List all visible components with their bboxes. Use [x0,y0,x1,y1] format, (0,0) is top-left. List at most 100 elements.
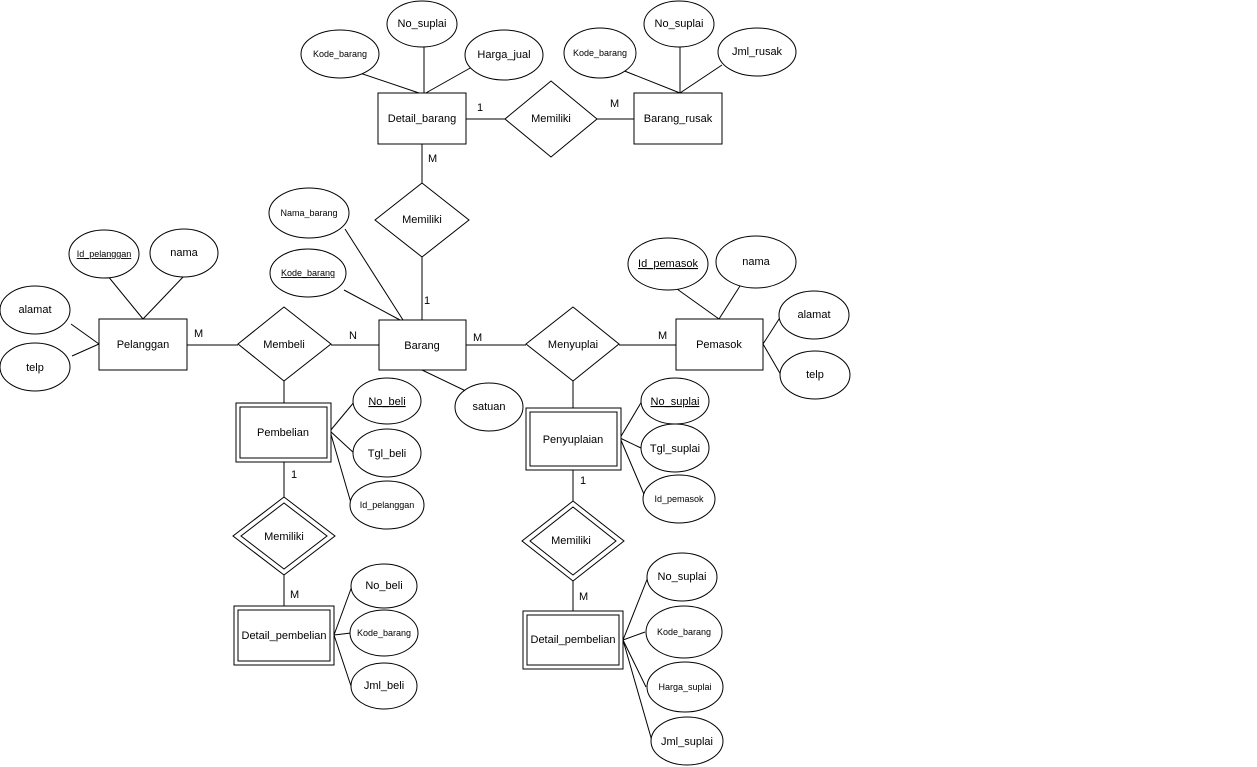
relationship-label: Menyuplai [548,339,598,351]
entity-barang: Barang [378,319,467,371]
attribute-kode-barang: Kode_barang [300,29,380,79]
weak-entity-detail-pembelian-right: Detail_pembelian [522,610,624,670]
attribute-label: No_suplai [655,18,704,30]
entity-label: Pembelian [257,427,309,439]
weak-entity-penyuplaian: Penyuplaian [525,407,622,471]
attribute-tgl-suplai: Tgl_suplai [640,423,710,473]
attribute-nama-barang: Nama_barang [268,187,350,239]
attribute-id-pelanggan: Id_pelanggan [349,480,425,530]
attribute-alamat: alamat [778,290,850,340]
attribute-label: Harga_jual [477,49,530,61]
relationship-label: Membeli [263,339,305,351]
attribute-label: Tgl_beli [368,448,407,460]
attribute-label: alamat [18,304,51,316]
relationship-label: Memiliki [551,535,591,547]
attribute-kode-barang: Kode_barang [645,605,723,659]
attribute-alamat: alamat [0,285,71,335]
attribute-label: No_beli [365,580,402,592]
entity-label: Pelanggan [117,339,170,351]
attribute-id-pemasok: Id_pemasok [642,474,716,524]
attribute-label: No_suplai [651,396,700,408]
cardinality-label: M [658,330,667,342]
attribute-label: Jml_suplai [661,736,713,748]
cardinality-label: 1 [580,475,586,487]
attribute-label: nama [742,256,770,268]
attribute-label: Tgl_suplai [650,443,700,455]
entity-detail-barang: Detail_barang [377,92,467,145]
cardinality-label: 1 [424,295,430,307]
attribute-kode-barang-key: Kode_barang [269,248,347,298]
attribute-telp: telp [0,342,71,392]
relationship-memiliki-top: Memiliki [504,80,598,158]
weak-entity-detail-pembelian-left: Detail_pembelian [233,605,335,666]
attribute-no-beli-key: No_beli [352,377,422,425]
attribute-label: telp [26,362,44,374]
cardinality-label: M [290,589,299,601]
entity-label: Barang_rusak [644,113,713,125]
attribute-satuan: satuan [454,382,524,432]
attribute-no-suplai: No_suplai [643,0,715,48]
cardinality-labels: 1 M M 1 M N M M 1 M 1 M [194,98,667,603]
attribute-jml-suplai: Jml_suplai [650,716,724,766]
attribute-id-pelanggan-key: Id_pelanggan [68,229,140,279]
relationship-label: Memiliki [402,214,442,226]
attribute-nama: nama [715,235,797,289]
cardinality-label: M [473,332,482,344]
attribute-label: No_beli [368,396,405,408]
attribute-harga-jual: Harga_jual [464,29,544,81]
cardinality-label: M [194,328,203,340]
attribute-label: nama [170,247,198,259]
relationship-menyuplai: Menyuplai [525,306,620,382]
attribute-jml-rusak: Jml_rusak [717,27,797,77]
identifying-relationship-memiliki-right: Memiliki [521,500,625,582]
cardinality-label: N [349,330,357,342]
cardinality-label: M [579,591,588,603]
attribute-id-pemasok-key: Id_pemasok [627,237,709,291]
cardinality-label: M [610,98,619,110]
entity-label: Detail_pembelian [242,630,327,642]
cardinality-label: 1 [291,469,297,481]
entity-label: Barang [404,340,439,352]
attribute-label: Id_pelanggan [77,249,132,259]
attribute-no-beli: No_beli [350,563,418,609]
connector-lines [70,45,782,742]
entity-pemasok: Pemasok [675,318,764,371]
entity-barang-rusak: Barang_rusak [633,92,723,145]
attribute-label: Kode_barang [657,627,711,637]
relationship-label: Memiliki [264,531,304,543]
attribute-label: No_suplai [658,571,707,583]
attribute-label: Id_pemasok [638,258,698,270]
identifying-relationship-memiliki-left: Memiliki [232,496,336,576]
relationship-label: Memiliki [531,113,571,125]
attribute-label: Jml_rusak [732,46,783,58]
entity-pelanggan: Pelanggan [98,318,188,371]
attribute-label: Harga_suplai [658,682,711,692]
relationship-membeli: Membeli [237,306,332,382]
entity-label: Penyuplaian [543,434,604,446]
attribute-label: No_suplai [398,18,447,30]
attribute-no-suplai: No_suplai [646,552,718,602]
attribute-label: Id_pelanggan [360,500,415,510]
attribute-label: satuan [472,401,505,413]
attribute-label: Id_pemasok [654,494,704,504]
attribute-label: Kode_barang [281,268,335,278]
attribute-label: Kode_barang [357,628,411,638]
attribute-no-suplai-key: No_suplai [640,377,710,425]
attribute-tgl-beli: Tgl_beli [352,428,422,478]
attribute-label: Jml_beli [364,680,404,692]
relationship-memiliki-center: Memiliki [374,182,470,258]
attribute-label: Kode_barang [313,49,367,59]
attribute-nama: nama [149,228,219,278]
attribute-label: Nama_barang [280,208,337,218]
entity-label: Pemasok [696,339,742,351]
weak-entity-pembelian: Pembelian [235,402,332,463]
attribute-kode-barang: Kode_barang [563,27,637,79]
cardinality-label: 1 [477,102,483,114]
entity-label: Detail_barang [388,113,457,125]
entity-label: Detail_pembelian [531,634,616,646]
attribute-no-suplai: No_suplai [386,0,458,48]
attribute-kode-barang: Kode_barang [349,609,419,657]
attribute-telp: telp [779,350,851,400]
attribute-label: alamat [797,309,830,321]
